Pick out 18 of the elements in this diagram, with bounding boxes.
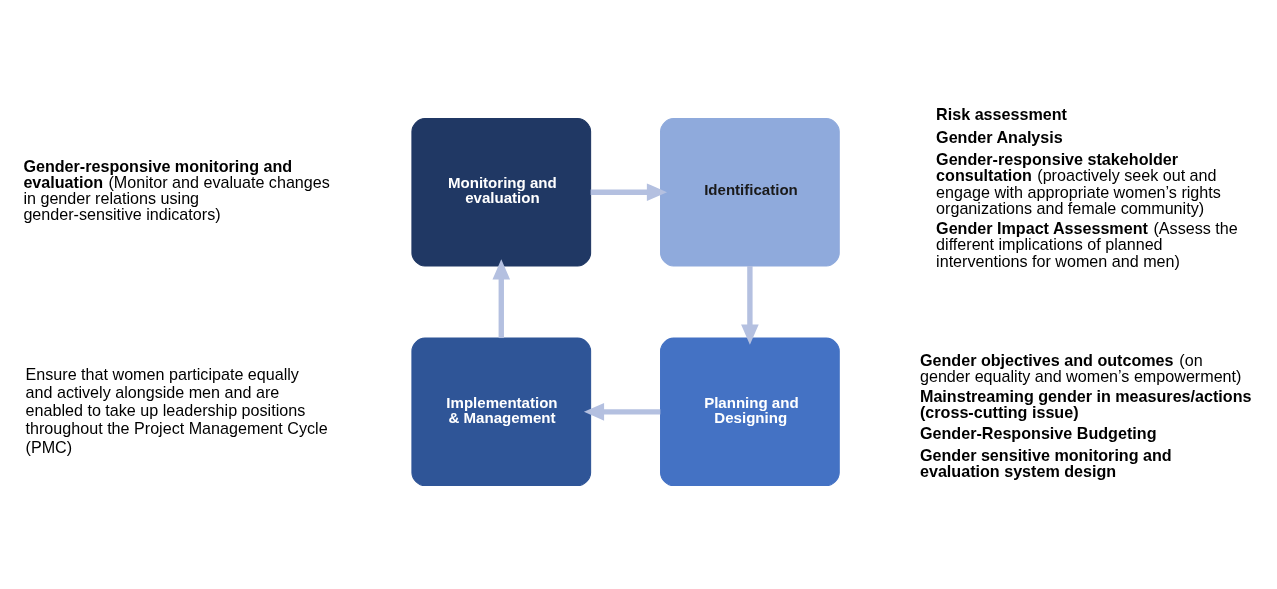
arrow bbox=[583, 403, 661, 421]
node-box: Planning and Designing bbox=[660, 337, 840, 487]
label: Gender-responsive stakeholder consultation (proactively seek out and engage with appropriate women’s rights organizations and female community) bbox=[936, 150, 1221, 217]
label: Ensure that women participate equally and actively alongside men and are enabled to take up leadership positions throughout the Project Management Cycle (PMC) bbox=[25, 364, 328, 456]
label: Gender Analysis bbox=[936, 127, 1063, 146]
label: Gender sensitive monitoring and evaluation system design bbox=[919, 446, 1172, 481]
node-box: Monitoring and evaluation bbox=[411, 118, 592, 267]
node-box: Identification bbox=[660, 118, 840, 267]
label: Risk assessment bbox=[936, 105, 1067, 124]
arrow bbox=[741, 266, 759, 345]
node-box: Implementation & Management bbox=[411, 337, 592, 487]
arrow bbox=[590, 183, 668, 202]
label: Gender-Responsive Budgeting bbox=[919, 423, 1157, 442]
label: Gender Impact Assessment (Assess the different implications of planned interventions for women and men) bbox=[936, 219, 1238, 270]
label: Gender-responsive monitoring and evaluation (Monitor and evaluate changes in gender relations using gender-sensitive indicators) bbox=[23, 156, 330, 224]
label: Mainstreaming gender in measures/actions (cross-cutting issue) bbox=[919, 387, 1252, 422]
label: Gender objectives and outcomes (on gender equality and women’s empowerment) bbox=[919, 350, 1242, 385]
arrow bbox=[492, 259, 511, 339]
